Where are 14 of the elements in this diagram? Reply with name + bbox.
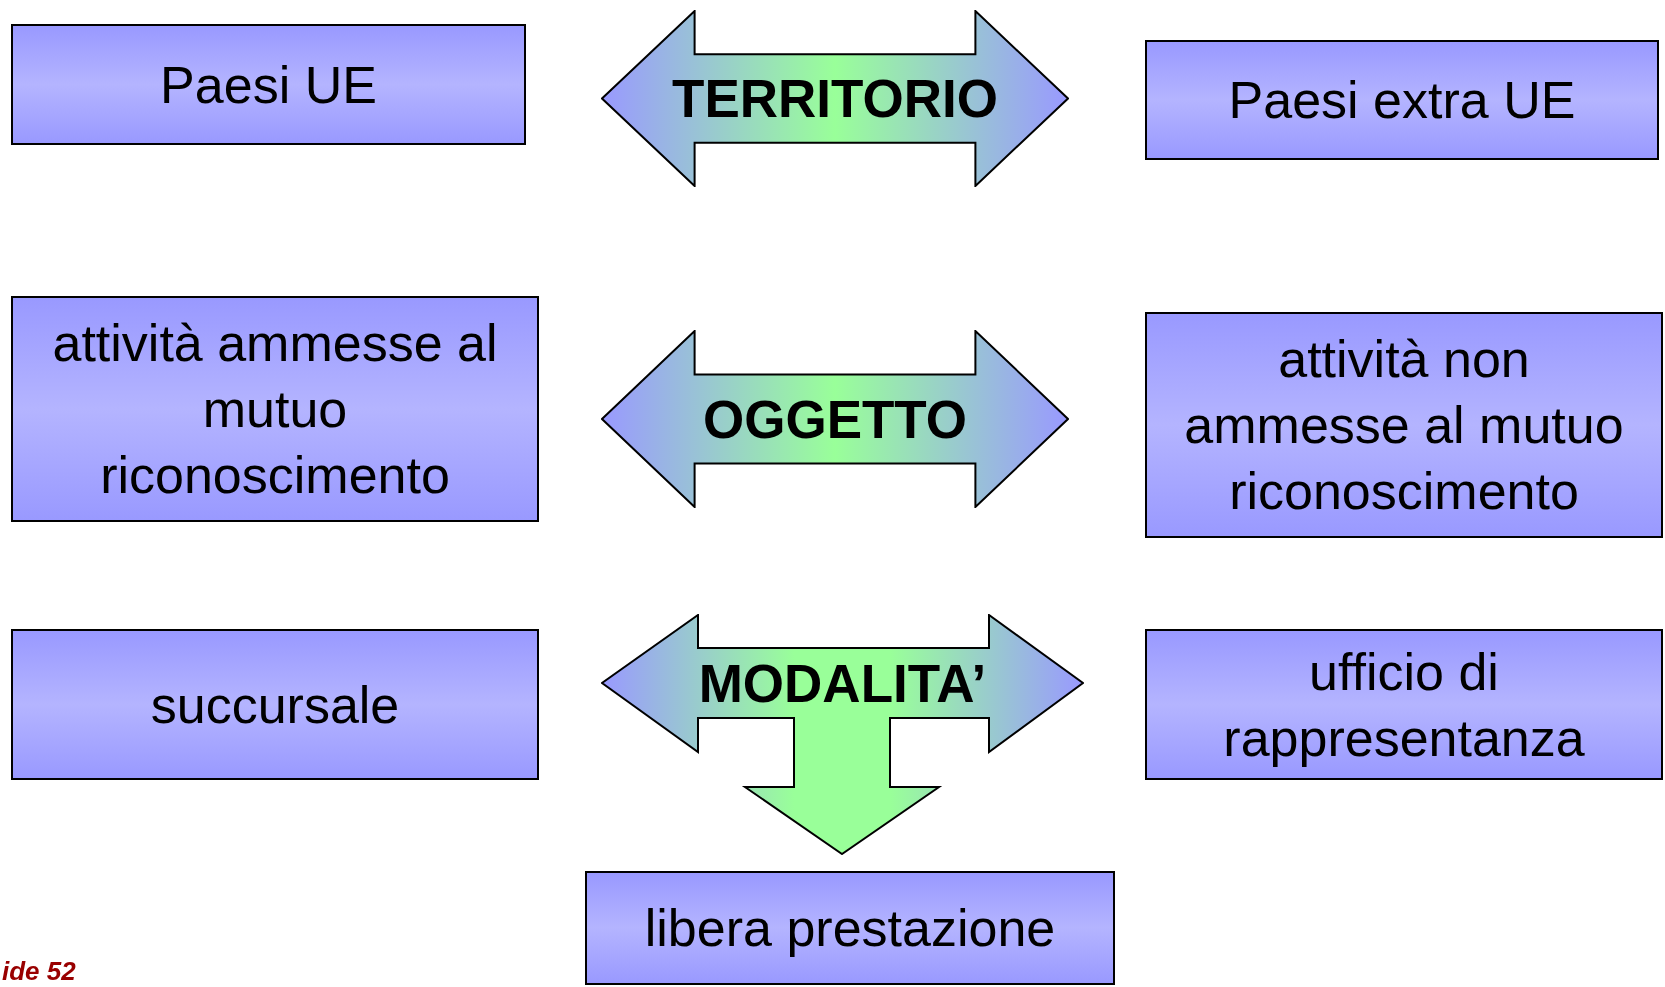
text-box: ufficio di rappresentanza: [1145, 629, 1663, 780]
text-box: Paesi UE: [11, 24, 526, 145]
text-box: succursale: [11, 629, 539, 780]
three-way-block-arrow: [601, 614, 1084, 855]
double-block-arrow: [601, 10, 1069, 187]
arrow-label: MODALITA’: [698, 656, 987, 710]
arrow-label: TERRITORIO: [672, 72, 998, 125]
arrow-label: OGGETTO: [702, 392, 967, 446]
text-box: attività ammesse al mutuo riconoscimento: [11, 296, 539, 522]
text-box: attività non ammesse al mutuo riconoscimento: [1145, 312, 1663, 538]
text-box: Paesi extra UE: [1145, 40, 1659, 160]
double-block-arrow: [601, 330, 1069, 508]
text-box: libera prestazione: [585, 871, 1115, 985]
slide-number: ide 52: [2, 958, 76, 984]
